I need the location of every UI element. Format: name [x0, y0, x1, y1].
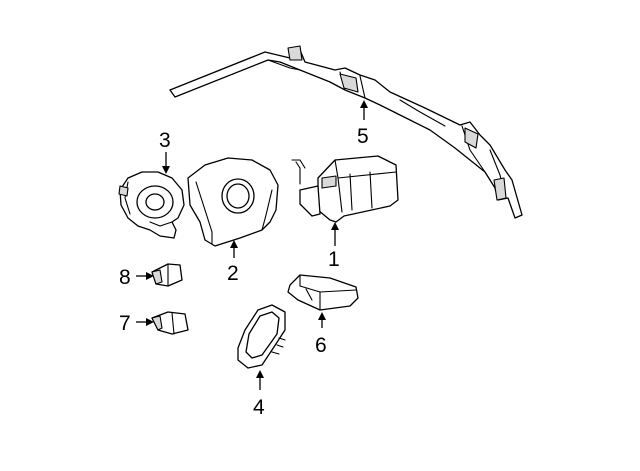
- callout-6: 6: [315, 334, 327, 357]
- passenger-airbag: [291, 155, 399, 223]
- callout-5: 5: [357, 125, 369, 148]
- impact-sensor-lower: [151, 311, 189, 335]
- callout-8: 8: [119, 266, 131, 289]
- curtain-airbag: [169, 45, 523, 219]
- callout-7: 7: [119, 312, 131, 335]
- driver-airbag: [187, 157, 279, 247]
- impact-sensor-upper: [151, 263, 183, 287]
- callout-1: 1: [328, 248, 340, 271]
- callout-arrows: [136, 100, 368, 390]
- knee-airbag: [237, 304, 286, 369]
- callout-4: 4: [253, 396, 265, 419]
- airbag-module: [287, 274, 359, 311]
- callout-3: 3: [159, 129, 171, 152]
- callout-2: 2: [227, 262, 239, 285]
- clock-spring: [118, 171, 185, 239]
